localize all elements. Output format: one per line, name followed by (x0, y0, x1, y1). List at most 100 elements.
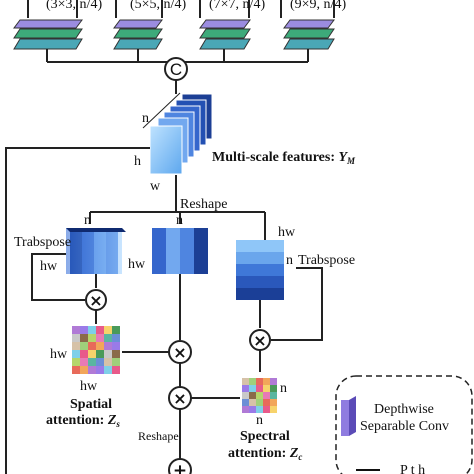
depthwise-conv-icon (341, 396, 356, 436)
concat-node: C (164, 57, 188, 81)
spectral-n-bottom-label: n (256, 413, 263, 428)
matrix-cell (242, 406, 249, 413)
ms-title-text: Multi-scale features: (212, 150, 338, 165)
matrix-cell (72, 342, 80, 350)
legend-partial-text: P t h (400, 463, 425, 474)
matrix-cell (112, 342, 120, 350)
matrix-cell (96, 366, 104, 374)
branch-2-label: (5×5, n/4) (130, 0, 186, 12)
matrix-cell (256, 406, 263, 413)
matrix-cell (263, 385, 270, 392)
matrix-cell (104, 350, 112, 358)
matrix-cell (88, 366, 96, 374)
matrix-cell (270, 385, 277, 392)
matrix-cell (270, 392, 277, 399)
matrix-cell (263, 399, 270, 406)
branch-1-label: (3×3, n/4) (46, 0, 102, 12)
left-n-label: n (84, 213, 91, 228)
conv-branch-3: (7×7, n/4) (199, 0, 265, 62)
spatial-hw-bottom-label: hw (80, 379, 98, 394)
matrix-cell (80, 366, 88, 374)
legend-depthwise-line1: Depthwise (374, 402, 434, 417)
matrix-cell (112, 326, 120, 334)
multiscale-title: Multi-scale features: YM (212, 150, 356, 166)
multiply-symbol: × (173, 389, 186, 408)
matrix-cell (88, 326, 96, 334)
matrix-cell (256, 378, 263, 385)
matrix-cell (104, 326, 112, 334)
left-branch-block: n Trabspose hw (14, 213, 126, 274)
matrix-cell (104, 334, 112, 342)
matrix-cell (88, 358, 96, 366)
spectral-var: Z (289, 446, 299, 461)
conv-branch-1: (3×3, n/4) (13, 0, 102, 62)
conv-branch-4: (9×9, n/4) (280, 0, 346, 62)
matrix-cell (80, 334, 88, 342)
spatial-hw-left-label: hw (50, 347, 68, 362)
middle-hw-label: hw (128, 257, 146, 272)
matrix-cell (72, 358, 80, 366)
concat-symbol: C (170, 60, 182, 79)
matrix-cell (96, 342, 104, 350)
matrix-cell (112, 366, 120, 374)
matrix-cell (72, 334, 80, 342)
spatial-title-text: attention: (46, 413, 108, 428)
matrix-cell (72, 366, 80, 374)
spectral-title-text: attention: (228, 446, 290, 461)
matrix-cell (256, 385, 263, 392)
spatial-sub: s (115, 419, 120, 429)
left-multiply-node: × (85, 289, 107, 311)
matrix-cell (72, 326, 80, 334)
matrix-cell (104, 366, 112, 374)
matrix-cell (112, 350, 120, 358)
multiply-symbol: × (173, 343, 186, 362)
matrix-cell (270, 378, 277, 385)
spatial-title-line2: attention: Zs (46, 413, 120, 429)
matrix-cell (263, 392, 270, 399)
matrix-cell (256, 392, 263, 399)
right-trabspose-label: Trabspose (298, 253, 355, 268)
matrix-cell (104, 342, 112, 350)
right-hw-label: hw (278, 225, 296, 240)
matrix-cell (88, 334, 96, 342)
matrix-cell (249, 406, 256, 413)
multiscale-features-stack: n h w (134, 92, 213, 194)
middle-multiply-node-2: × (168, 386, 192, 410)
matrix-cell (249, 392, 256, 399)
matrix-cell (270, 399, 277, 406)
matrix-cell (242, 392, 249, 399)
legend-depthwise-line2: Separable Conv (360, 419, 449, 434)
skip-connection (5, 147, 150, 474)
matrix-cell (88, 342, 96, 350)
right-multiply-node: × (249, 329, 271, 351)
middle-branch-block: n hw (128, 213, 208, 274)
add-node: + (168, 458, 192, 474)
matrix-cell (88, 350, 96, 358)
ms-n-label: n (142, 111, 149, 126)
matrix-cell (270, 406, 277, 413)
matrix-cell (72, 350, 80, 358)
matrix-cell (96, 334, 104, 342)
spectral-sub: c (298, 452, 302, 462)
right-n-label: n (286, 253, 293, 268)
left-trabspose-label: Trabspose (14, 235, 71, 250)
right-branch-block: hw n Trabspose (236, 225, 355, 300)
add-symbol: + (173, 461, 187, 474)
spectral-n-right-label: n (280, 381, 287, 396)
matrix-cell (263, 378, 270, 385)
matrix-cell (96, 358, 104, 366)
spectral-title-line1: Spectral (240, 429, 290, 444)
matrix-cell (263, 406, 270, 413)
ms-title-var: Y (338, 150, 348, 165)
middle-multiply-node-1: × (168, 340, 192, 364)
branch-4-label: (9×9, n/4) (290, 0, 346, 12)
ms-w-label: w (150, 179, 161, 194)
matrix-cell (96, 350, 104, 358)
branch-3-label: (7×7, n/4) (209, 0, 265, 12)
ms-h-label: h (134, 154, 141, 169)
spatial-title-line1: Spatial (70, 397, 112, 412)
matrix-cell (249, 378, 256, 385)
spatial-attention-matrix (72, 326, 120, 374)
middle-n-label: n (176, 213, 183, 228)
